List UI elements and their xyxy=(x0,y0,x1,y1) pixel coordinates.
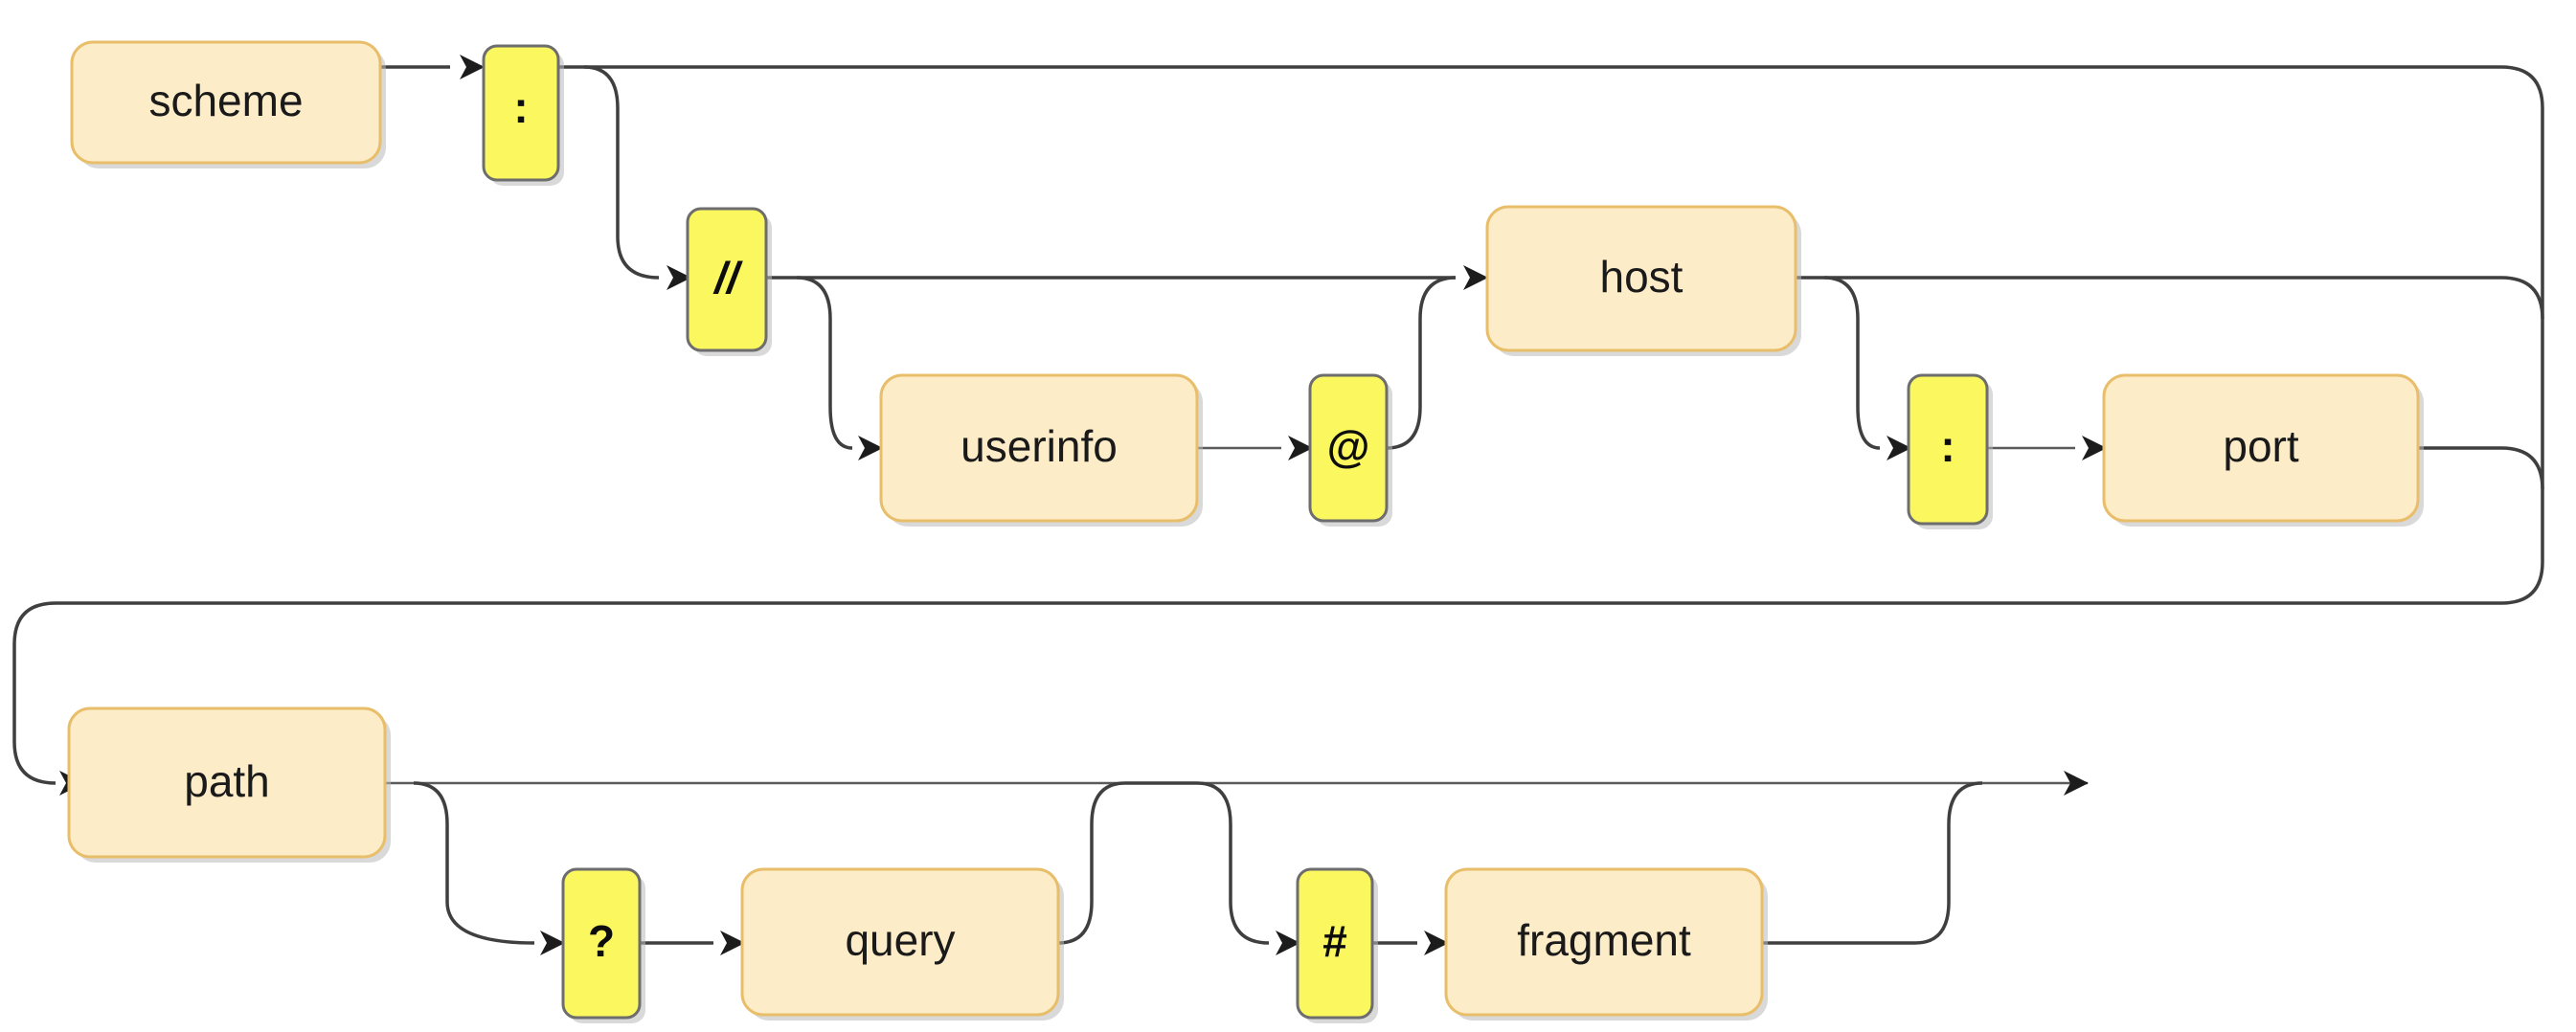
arrow-into-colon1-icon xyxy=(460,55,485,79)
port-box[interactable] xyxy=(2102,373,2420,523)
path-label: path xyxy=(184,756,270,806)
host-box[interactable] xyxy=(1485,205,1797,352)
arrow-into-userinfo-icon xyxy=(858,436,883,460)
port-label: port xyxy=(2223,421,2298,471)
slashes-label: // xyxy=(712,253,743,303)
node-fragment[interactable]: fragment xyxy=(1444,867,1768,1021)
node-scheme[interactable]: scheme xyxy=(70,40,386,168)
node-at-sign[interactable]: @ xyxy=(1308,373,1392,527)
node-userinfo[interactable]: userinfo xyxy=(879,373,1203,527)
fragment-box[interactable] xyxy=(1444,867,1764,1017)
at-box[interactable] xyxy=(1308,373,1389,523)
colon1-box[interactable] xyxy=(482,44,560,182)
scheme-label: scheme xyxy=(148,76,303,125)
node-query[interactable]: query xyxy=(740,867,1064,1021)
node-double-slash[interactable]: // xyxy=(686,207,772,356)
node-port[interactable]: port xyxy=(2102,373,2424,527)
node-port-colon[interactable]: : xyxy=(1907,373,1993,529)
query-label: query xyxy=(845,915,955,965)
node-colon-separator[interactable]: : xyxy=(482,44,564,186)
arrow-into-question-icon xyxy=(540,931,565,955)
scheme-box[interactable] xyxy=(70,40,382,165)
query-box[interactable] xyxy=(740,867,1060,1017)
question-label: ? xyxy=(588,916,615,966)
at-label: @ xyxy=(1327,421,1370,471)
node-hash-sign[interactable]: # xyxy=(1296,867,1378,1023)
question-box[interactable] xyxy=(561,867,642,1020)
colon2-box[interactable] xyxy=(1907,373,1989,526)
path-box[interactable] xyxy=(67,707,387,859)
colon1-label: : xyxy=(513,82,528,132)
host-label: host xyxy=(1600,252,1683,302)
userinfo-box[interactable] xyxy=(879,373,1199,523)
node-path[interactable]: path xyxy=(67,707,391,863)
hash-box[interactable] xyxy=(1296,867,1374,1020)
userinfo-label: userinfo xyxy=(960,421,1118,471)
fragment-label: fragment xyxy=(1517,915,1691,965)
track-lines xyxy=(12,65,2544,945)
hash-label: # xyxy=(1322,916,1347,966)
arrow-into-host-icon xyxy=(1463,265,1488,290)
colon2-label: : xyxy=(1940,421,1955,471)
slashes-box[interactable] xyxy=(686,207,768,352)
node-question-mark[interactable]: ? xyxy=(561,867,645,1023)
node-host[interactable]: host xyxy=(1485,205,1801,356)
